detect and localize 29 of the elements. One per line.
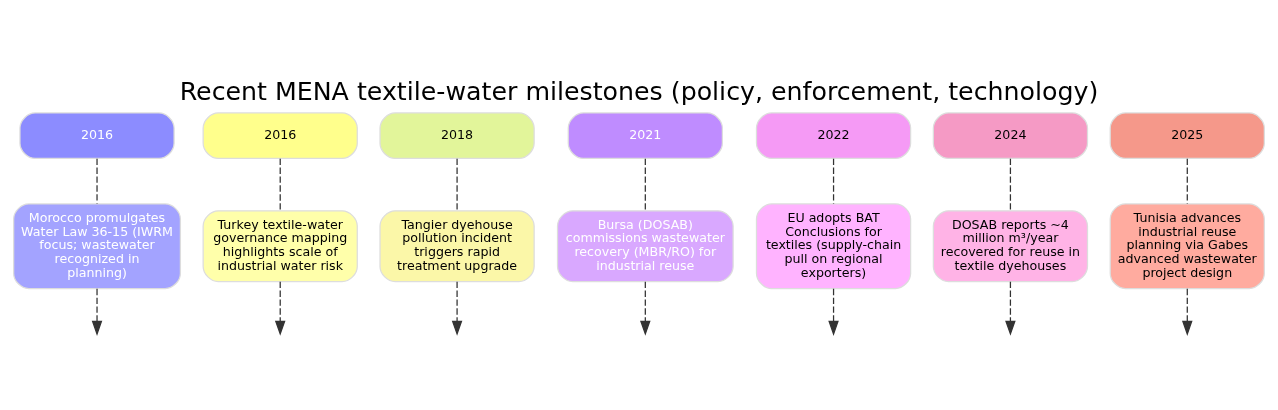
connector <box>644 158 646 212</box>
arrow <box>451 281 463 336</box>
arrow <box>91 288 103 336</box>
connector <box>832 158 835 205</box>
connector <box>279 158 281 212</box>
connector <box>96 158 98 205</box>
node-box: 2021 <box>567 112 723 160</box>
node-box: DOSAB reports ~4 million m³/year recovered for reuse in textile dyehouses <box>932 210 1089 283</box>
node-box: 2016 <box>19 112 175 160</box>
connector <box>1009 158 1012 212</box>
node-box: 2016 <box>202 112 358 160</box>
node-box: Morocco promulgates Water Law 36-15 (IWRM focus; wastewater recognized in planning) <box>13 203 182 290</box>
diagram-title: Recent MENA textile-water milestones (policy, enforcement, technology) <box>179 77 1099 107</box>
connector <box>1186 158 1188 205</box>
node-box: EU adopts BAT Conclusions for textiles (supply-chain pull on regional exporters) <box>755 203 912 290</box>
arrow <box>1005 281 1016 336</box>
node-box: Tunisia advances industrial reuse planning via Gabes advanced wastewater project design <box>1109 203 1265 290</box>
node-box: 2024 <box>932 112 1089 160</box>
arrow <box>1182 288 1193 336</box>
node-box: Turkey textile-water governance mapping highlights scale of industrial water risk <box>202 210 358 283</box>
node-box: 2018 <box>379 112 535 160</box>
node-box: 2025 <box>1109 112 1265 160</box>
arrow <box>274 281 286 336</box>
node-box: Tangier dyehouse pollution incident triggers rapid treatment upgrade <box>379 210 535 283</box>
arrow <box>640 281 651 336</box>
node-box: Bursa (DOSAB) commissions wastewater recovery (MBR/RO) for industrial reuse <box>556 210 734 283</box>
node-box: 2022 <box>755 112 912 160</box>
connector <box>456 158 458 212</box>
arrow <box>828 288 839 336</box>
